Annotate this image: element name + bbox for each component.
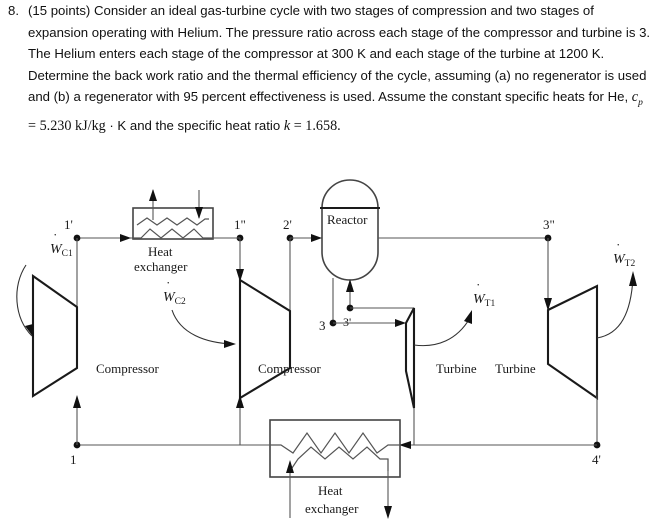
compressor-2-label: Compressor [258,361,322,376]
state-point-3prime: 3' [343,304,414,329]
wt2-dot: ˙ [615,242,620,257]
compressor-2: Compressor WC2 ˙ [163,278,322,400]
turbine-2-label: Turbine [495,361,536,376]
k-equals: = [293,117,302,134]
work-label-wt2: WT2 [613,252,635,269]
cycle-schematic-diagram: 1' Heat exchanger [0,168,660,529]
state-point-3doubleprime: 3" [543,217,555,311]
state-point-1prime: 1' [64,217,133,242]
label-3: 3 [319,318,326,333]
label-1doubleprime: 1" [234,217,246,232]
cp-symbol: cp [631,89,643,109]
wt1-dot: ˙ [475,282,480,297]
compressor-1-label: Compressor [96,361,160,376]
label-3doubleprime: 3" [543,217,555,232]
heat-exchanger-bottom-label-line2: exchanger [305,501,359,516]
cp-subscript: p [638,98,643,109]
work-label-wc2: WC2 [163,290,186,307]
label-1prime: 1' [64,217,73,232]
problem-statement: 8. (15 points) Consider an ideal gas-tur… [0,0,660,137]
compressor2-inlet-line [236,395,244,445]
heat-exchanger-top-label-line2: exchanger [134,259,188,274]
state-point-3: 3 [319,318,406,333]
label-3prime: 3' [343,315,351,329]
cp-value: 5.230 kJ/kg [39,117,106,134]
label-1: 1 [70,452,77,467]
cp-equals: = [28,117,37,134]
work-label-wt1: WT1 [473,292,495,309]
heat-exchanger-top: Heat exchanger [132,189,214,274]
heat-exchanger-bottom-label-line1: Heat [318,483,343,498]
problem-body-part2: K and the specific heat ratio [117,117,284,133]
wc1-dot: ˙ [52,232,57,247]
turbine-1: Turbine WT1 ˙ [404,282,495,409]
work-label-wc1: WC1 [50,242,73,259]
state-point-1doubleprime: 1" [213,217,246,282]
problem-body-text1: Consider an ideal gas-turbine cycle with… [28,3,651,105]
state-point-2prime: 2' [283,217,322,368]
label-2prime: 2' [283,217,292,232]
reactor-label: Reactor [327,212,368,227]
k-value: 1.658. [305,117,341,134]
compressor-1: Compressor WC1 ˙ [16,232,160,398]
turbine-1-label: Turbine [436,361,477,376]
turbine-2: Turbine WT2 ˙ [495,242,637,401]
problem-number: 8. [8,3,19,18]
wc2-dot: ˙ [165,280,170,295]
points-label: (15 points) [28,3,91,18]
reactor: Reactor [320,179,548,323]
heat-exchanger-bottom: Heat exchanger [269,419,401,519]
problem-body: (15 points) Consider an ideal gas-turbin… [28,0,660,137]
label-4prime: 4' [592,452,601,467]
state-point-1: 1 [70,395,270,467]
state-point-4prime: 4' [399,441,601,467]
heat-exchanger-top-label-line1: Heat [148,244,173,259]
k-symbol: k [283,117,291,134]
dot-separator: · [109,117,114,133]
